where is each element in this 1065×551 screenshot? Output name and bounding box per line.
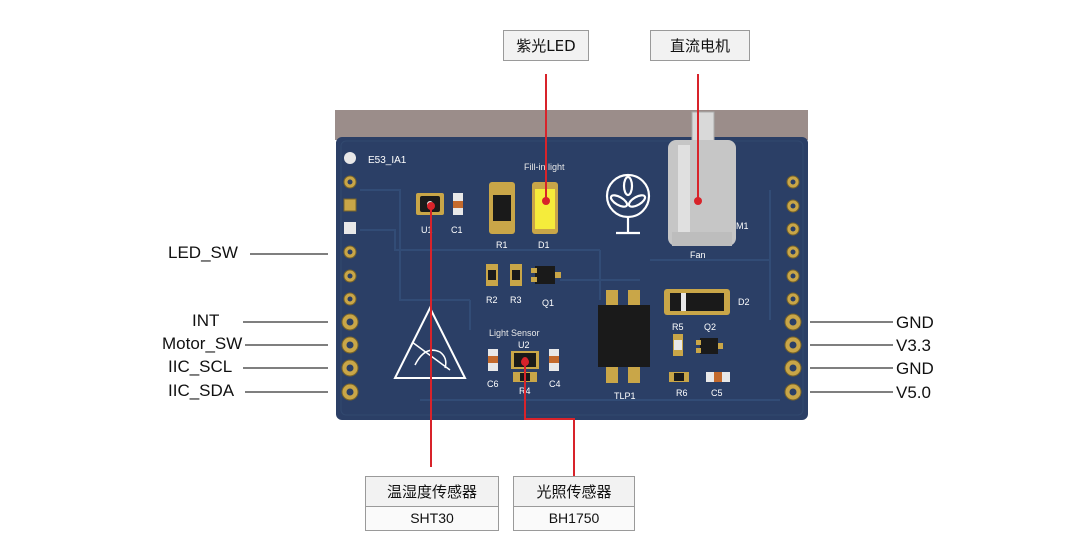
label-u2: U2	[518, 340, 530, 350]
callout-uv-led: 紫光LED	[503, 30, 589, 61]
label-u1: U1	[421, 225, 433, 235]
label-c5: C5	[711, 388, 723, 398]
pin-label-v50: V5.0	[896, 383, 931, 402]
callout-lines	[430, 74, 699, 480]
pin-label-iic-scl: IIC_SCL	[168, 357, 233, 376]
label-r5: R5	[672, 322, 684, 332]
fill-in-light-label: Fill-in light	[524, 162, 565, 172]
label-q2: Q2	[704, 322, 716, 332]
callout-temp-humidity: 温湿度传感器 SHT30	[365, 476, 499, 531]
label-m1: M1	[736, 221, 749, 231]
callout-uv-led-text: 紫光LED	[516, 37, 576, 55]
callout-light-sensor-model: BH1750	[514, 506, 634, 530]
right-pin-leaders	[810, 321, 893, 393]
dc-motor	[668, 111, 736, 246]
callout-dots	[427, 197, 702, 366]
callout-light-sensor-text: 光照传感器	[536, 483, 612, 501]
pin-label-int: INT	[192, 311, 220, 330]
label-d2: D2	[738, 297, 750, 307]
callout-dc-motor-text: 直流电机	[669, 37, 730, 55]
label-r1: R1	[496, 240, 508, 250]
pin-label-gnd-1: GND	[896, 313, 934, 332]
d2-diode	[664, 289, 730, 315]
pin-label-v33: V3.3	[896, 336, 931, 355]
c6-capacitor	[488, 349, 498, 371]
pin-label-gnd-2: GND	[896, 359, 934, 378]
fan-icon	[605, 173, 651, 235]
c5-capacitor	[706, 372, 730, 382]
pcb-traces	[360, 189, 780, 401]
label-r6: R6	[676, 388, 688, 398]
label-r3: R3	[510, 295, 522, 305]
c4-capacitor	[549, 349, 559, 371]
mounting-hole	[344, 152, 356, 164]
board-name: E53_IA1	[368, 155, 407, 166]
r1-resistor	[489, 182, 515, 234]
tlp1-optocoupler	[598, 290, 650, 383]
callout-temp-humidity-model: SHT30	[366, 506, 498, 530]
r2-resistor	[486, 264, 498, 286]
r5-resistor	[673, 334, 683, 356]
pin-label-motor-sw: Motor_SW	[162, 334, 243, 353]
r6-resistor	[669, 372, 689, 382]
callout-light-sensor: 光照传感器 BH1750	[513, 476, 635, 531]
label-c4: C4	[549, 379, 561, 389]
label-d1: D1	[538, 240, 550, 250]
callout-temp-humidity-text: 温湿度传感器	[386, 483, 477, 501]
label-c1: C1	[451, 225, 463, 235]
light-sensor-label: Light Sensor	[489, 328, 540, 338]
q1-transistor	[531, 266, 561, 284]
label-q1: Q1	[542, 298, 554, 308]
r3-resistor	[510, 264, 522, 286]
label-r2: R2	[486, 295, 498, 305]
label-c6: C6	[487, 379, 499, 389]
label-tlp1: TLP1	[614, 391, 636, 401]
left-pin-leaders	[243, 253, 328, 393]
d1-uv-led	[532, 182, 558, 234]
q2-transistor	[696, 338, 723, 354]
pin-label-iic-sda: IIC_SDA	[168, 381, 235, 400]
fan-label: Fan	[690, 250, 706, 260]
board-top-strip	[335, 110, 808, 140]
callout-dc-motor: 直流电机	[650, 30, 750, 61]
pin-label-led-sw: LED_SW	[168, 243, 238, 262]
right-pin-header	[784, 175, 802, 401]
c1-capacitor	[453, 193, 463, 215]
left-pin-header	[341, 175, 359, 401]
